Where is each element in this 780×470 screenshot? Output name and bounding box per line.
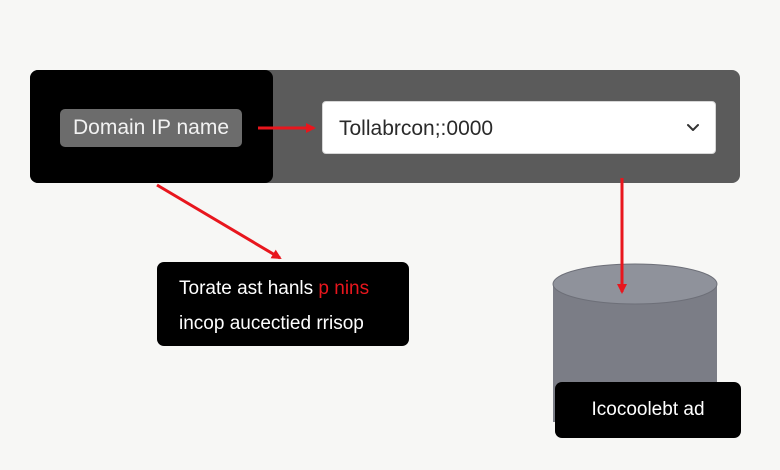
database-label: Icocoolebt ad	[555, 382, 741, 438]
domain-ip-name-label: Domain IP name	[60, 109, 242, 147]
address-select[interactable]: Tollabrcon;:0000	[322, 101, 716, 154]
note-line-1-text: Torate ast hanls	[179, 278, 314, 299]
chevron-down-icon	[687, 124, 699, 131]
note-line-2: incop aucectied rrisop	[179, 313, 364, 334]
arrow-domain-to-note	[156, 183, 282, 260]
note-line-1-highlight: p nins	[318, 278, 370, 299]
note-box: Torate ast hanls p nins incop aucectied …	[157, 262, 409, 346]
address-select-value: Tollabrcon;:0000	[339, 117, 494, 140]
note-line-1: Torate ast hanls p nins	[179, 278, 369, 300]
